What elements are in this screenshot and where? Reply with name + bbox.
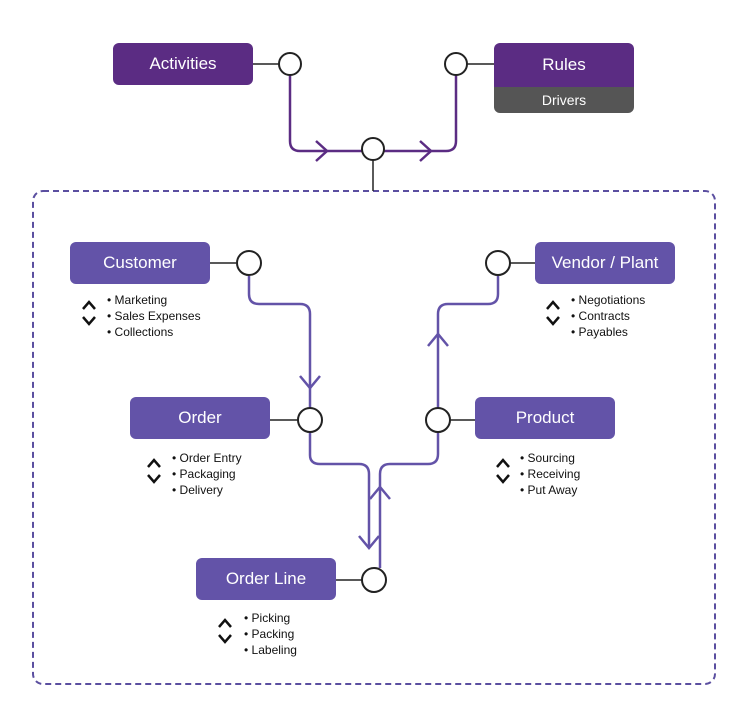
updown-arrows-icon — [544, 298, 562, 328]
list-item: Contracts — [571, 308, 645, 324]
list-item: Sales Expenses — [107, 308, 201, 324]
updown-arrows-icon — [145, 456, 163, 486]
list-item: Order Entry — [172, 450, 242, 466]
connector-circle-icon — [278, 52, 302, 76]
product-to-vendor-path — [436, 276, 500, 408]
arrowhead-icon — [427, 332, 449, 347]
order-box: Order — [130, 397, 270, 439]
connector-circle-icon — [297, 407, 323, 433]
connector-circle-icon — [425, 407, 451, 433]
list-item: Packaging — [172, 466, 242, 482]
list-item: Receiving — [520, 466, 581, 482]
connector-circle-icon — [361, 137, 385, 161]
arrowhead-icon — [299, 375, 321, 390]
rules-flow-path — [384, 64, 458, 153]
product-drivers-list: Sourcing Receiving Put Away — [520, 450, 581, 498]
order-drivers-list: Order Entry Packaging Delivery — [172, 450, 242, 498]
list-item: Delivery — [172, 482, 242, 498]
arrowhead-icon — [419, 140, 433, 162]
list-item: Labeling — [244, 642, 297, 658]
connector-circle-icon — [485, 250, 511, 276]
list-item: Marketing — [107, 292, 201, 308]
order-line-drivers-list: Picking Packing Labeling — [244, 610, 297, 658]
updown-arrows-icon — [216, 616, 234, 646]
drivers-box: Drivers — [494, 87, 634, 113]
orderline-to-product-path — [378, 432, 440, 568]
vendor-plant-box: Vendor / Plant — [535, 242, 675, 284]
rules-box: Rules — [494, 43, 634, 87]
list-item: Sourcing — [520, 450, 580, 466]
activities-flow-path — [288, 64, 362, 153]
arrowhead-icon — [315, 140, 329, 162]
customer-box: Customer — [70, 242, 210, 284]
entity-container — [32, 190, 716, 685]
list-item: Payables — [571, 324, 645, 340]
connector-circle-icon — [444, 52, 468, 76]
connector-circle-icon — [236, 250, 262, 276]
updown-arrows-icon — [494, 456, 512, 486]
product-box: Product — [475, 397, 615, 439]
order-line-box: Order Line — [196, 558, 336, 600]
customer-to-order-path — [247, 276, 312, 408]
arrowhead-icon — [369, 485, 391, 500]
list-item: Put Away — [520, 482, 580, 498]
list-item: Negotiations — [571, 292, 646, 308]
customer-drivers-list: Marketing Sales Expenses Collections — [107, 292, 201, 340]
activities-box: Activities — [113, 43, 253, 85]
list-item: Picking — [244, 610, 297, 626]
updown-arrows-icon — [80, 298, 98, 328]
vendor-drivers-list: Negotiations Contracts Payables — [571, 292, 646, 340]
order-to-orderline-path — [308, 432, 371, 548]
list-item: Packing — [244, 626, 297, 642]
connector-circle-icon — [361, 567, 387, 593]
arrowhead-icon — [358, 535, 380, 550]
list-item: Collections — [107, 324, 201, 340]
